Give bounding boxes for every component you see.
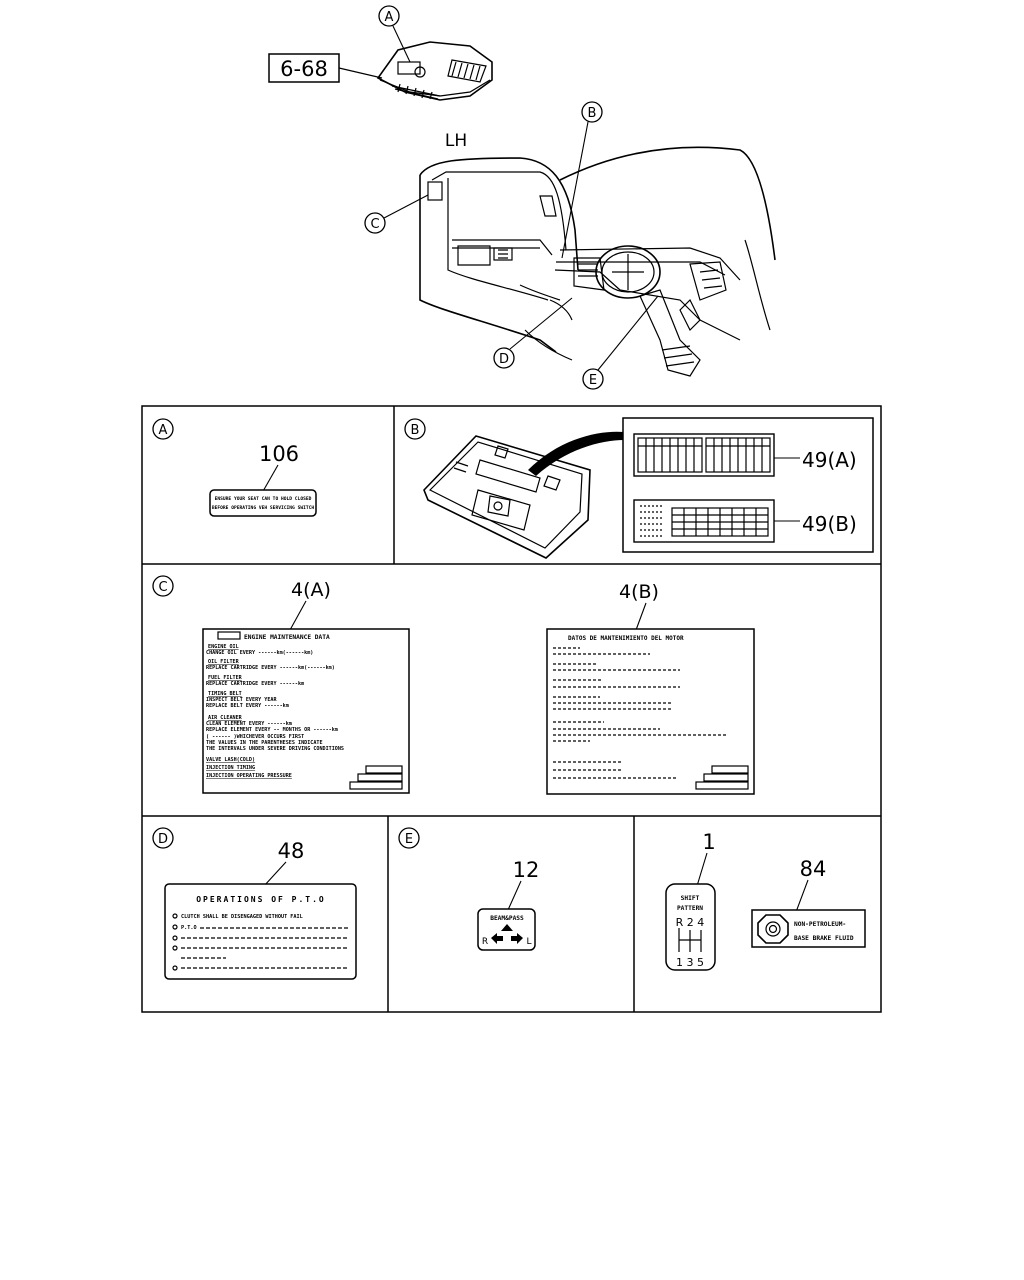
- panel-f: 1 SHIFT PATTERN R 2 4 1 3 5 84 NON-PETRO…: [665, 830, 866, 971]
- cab-interior-illustration: [419, 146, 776, 377]
- decal-49a: 49(A): [633, 433, 857, 477]
- sheet-4a-line: INJECTION OPERATING PRESSURE: [206, 773, 292, 779]
- right-arrow-icon: [511, 933, 523, 944]
- sheet-4a-line: THE VALUES IN THE PARENTHESES INDICATE: [206, 740, 323, 746]
- sheet-4a-line: CHANGE OIL EVERY ------km(------km): [206, 650, 313, 656]
- label-106-line-2: BEFORE OPERATING VEH SERVICING SWITCH: [212, 505, 315, 511]
- sheet-4a-line: ENGINE OIL: [208, 644, 239, 650]
- callout-b: B: [561, 101, 603, 259]
- octagon-icon: [757, 914, 789, 944]
- part-number-84: 84: [800, 857, 827, 881]
- sheet-4a-line: ( ------ )WHICHEVER OCCURS FIRST: [206, 734, 304, 740]
- part-number-1: 1: [702, 830, 715, 854]
- label-106-line-1: ENSURE YOUR SEAT CAN TO HOLD CLOSED: [215, 496, 312, 502]
- sheet-4a-line: REPLACE BELT EVERY ------km: [206, 703, 289, 709]
- panel-d: D 48 OPERATIONS OF P.T.O CLUTCH SHALL BE…: [152, 827, 357, 980]
- sheet-4a-line: TIMING BELT: [208, 691, 242, 697]
- ref-box-label: 6-68: [280, 57, 328, 81]
- left-arrow-icon: [491, 933, 503, 944]
- callout-d: D: [493, 297, 573, 369]
- sheet-48-line-2: P.T.O: [181, 925, 197, 931]
- brake-fluid-line-1: NON-PETROLEUM-: [794, 921, 846, 928]
- panel-e: E 12 BEAM&PASS R L: [398, 827, 540, 951]
- sheet-4b: DATOS DE MANTENIMIENTO DEL MOTOR: [546, 628, 755, 795]
- sheet-4a-line: AIR CLEANER: [208, 715, 243, 721]
- panel-c-letter: C: [158, 580, 167, 595]
- sunvisor-illustration: [423, 431, 624, 559]
- sheet-4a-line: FUEL FILTER: [208, 675, 243, 681]
- panel-b-letter: B: [411, 423, 420, 438]
- panel-c: C 4(A) ENGINE MAINTENANCE DATA ENGINE OI…: [152, 575, 755, 795]
- panel-d-letter: D: [158, 832, 168, 847]
- panel-e-letter: E: [405, 832, 413, 847]
- sheet-4a-line: REPLACE CARTRIDGE EVERY ------km(------k…: [206, 665, 335, 671]
- sheet-4a-line: THE INTERVALS UNDER SEVERE DRIVING CONDI…: [206, 746, 344, 752]
- shift-pattern-plate: SHIFT PATTERN R 2 4 1 3 5: [665, 883, 716, 971]
- panel-a: A 106 ENSURE YOUR SEAT CAN TO HOLD CLOSE…: [152, 418, 317, 517]
- part-number-49a: 49(A): [802, 448, 857, 472]
- callout-c: C: [364, 194, 429, 234]
- part-number-48: 48: [278, 839, 305, 863]
- sheet-48: OPERATIONS OF P.T.O CLUTCH SHALL BE DISE…: [164, 883, 357, 980]
- brake-fluid-plate: NON-PETROLEUM- BASE BRAKE FLUID: [751, 909, 866, 948]
- beam-pass-plate: BEAM&PASS R L: [477, 908, 536, 951]
- part-number-49b: 49(B): [802, 512, 857, 536]
- part-number-4a: 4(A): [291, 579, 331, 601]
- part-number-12: 12: [513, 858, 540, 882]
- beam-pass-right-label: L: [526, 937, 531, 947]
- ref-box-6-68: 6-68: [268, 53, 383, 83]
- svg-text:B: B: [588, 106, 597, 121]
- svg-text:E: E: [589, 373, 597, 388]
- callout-a: A: [378, 5, 411, 63]
- beam-pass-left-label: R: [482, 937, 488, 947]
- part-number-106: 106: [259, 442, 299, 466]
- panel-a-letter: A: [159, 423, 168, 438]
- shift-top-row: R 2 4: [676, 916, 705, 929]
- sheet-4a-line: VALVE LASH(COLD): [206, 757, 255, 763]
- label-106-plate: [209, 489, 317, 517]
- sheet-4a-line: CLEAN ELEMENT EVERY ------km: [206, 721, 292, 727]
- panel-b: B 49(A): [404, 417, 874, 559]
- shift-title-1: SHIFT: [681, 895, 700, 902]
- brake-fluid-line-2: BASE BRAKE FLUID: [794, 935, 854, 942]
- overhead-console-illustration: [376, 41, 493, 101]
- sheet-4a-title: ENGINE MAINTENANCE DATA: [244, 634, 330, 641]
- sheet-4a-line: OIL FILTER: [208, 659, 240, 665]
- side-label-lh: LH: [445, 131, 467, 151]
- callout-e: E: [582, 295, 659, 390]
- decal-49b: 49(B): [633, 499, 857, 543]
- sheet-4a-line: REPLACE ELEMENT EVERY -- MONTHS OR -----…: [206, 727, 338, 733]
- sheet-4a-line: INJECTION TIMING: [206, 765, 255, 771]
- sheet-48-line-1: CLUTCH SHALL BE DISENGAGED WITHOUT FAIL: [181, 914, 303, 920]
- panel-grid-frame: [141, 405, 882, 1013]
- up-arrow-icon: [501, 924, 513, 931]
- sheet-4a-line: REPLACE CARTRIDGE EVERY ------km: [206, 681, 304, 687]
- sheet-48-title: OPERATIONS OF P.T.O: [196, 895, 326, 904]
- svg-text:D: D: [499, 352, 509, 367]
- shift-title-2: PATTERN: [677, 905, 703, 912]
- part-number-4b: 4(B): [619, 581, 659, 603]
- svg-text:C: C: [370, 217, 379, 232]
- svg-text:A: A: [385, 10, 394, 25]
- sheet-4b-title: DATOS DE MANTENIMIENTO DEL MOTOR: [568, 635, 684, 642]
- beam-pass-label: BEAM&PASS: [490, 915, 524, 922]
- sheet-4a: ENGINE MAINTENANCE DATA ENGINE OILCHANGE…: [202, 628, 410, 794]
- sheet-4a-line: INSPECT BELT EVERY YEAR: [206, 697, 277, 703]
- shift-bottom-row: 1 3 5: [676, 956, 704, 969]
